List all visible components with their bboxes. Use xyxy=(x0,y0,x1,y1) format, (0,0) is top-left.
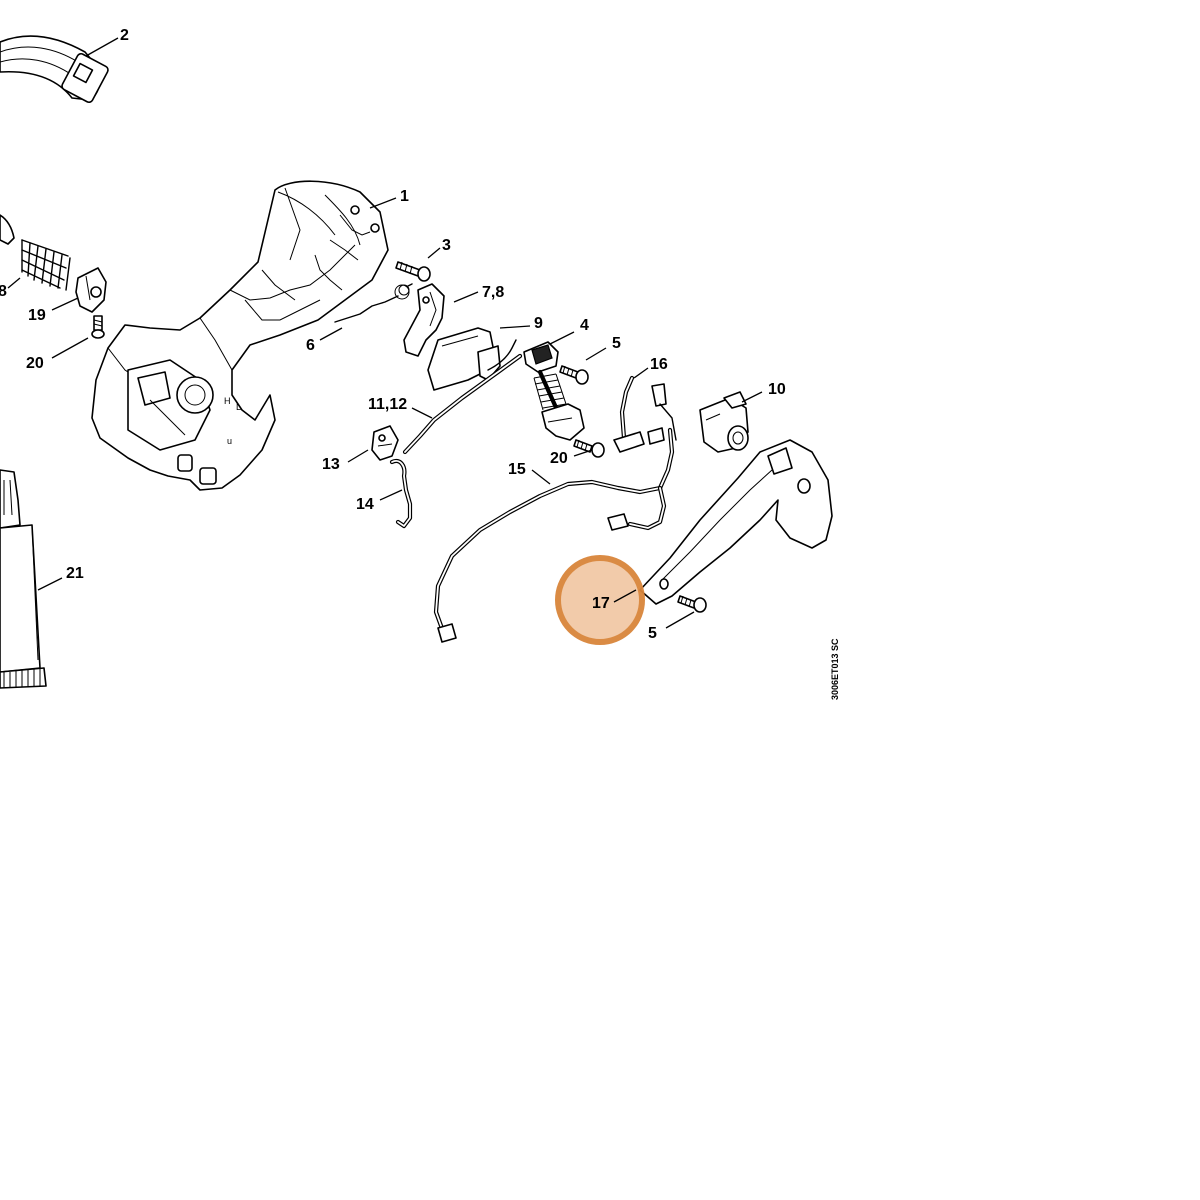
callout-17: 17 xyxy=(592,595,610,612)
part-9-lever-plate xyxy=(427,327,517,391)
highlight-circle-17[interactable] xyxy=(555,555,645,645)
part-17-handle-cover xyxy=(639,439,833,605)
part-2-front-handle xyxy=(0,35,109,104)
callout-16: 16 xyxy=(650,356,668,373)
callout-21: 21 xyxy=(66,565,84,582)
part-15-cable xyxy=(433,427,675,643)
part-3-screw xyxy=(395,261,431,282)
part-16-lever xyxy=(613,375,677,453)
part-7-8-throttle-trigger xyxy=(403,283,445,357)
part-6-spring-wire xyxy=(334,283,413,323)
part-20-screw-left xyxy=(91,315,105,339)
part-11-12-throttle-rod xyxy=(402,353,523,455)
part-19-bracket xyxy=(75,267,107,313)
callout-4: 4 xyxy=(580,317,589,334)
part-13-lever xyxy=(371,425,399,461)
diagram-code: 3006ET013 SC xyxy=(830,638,840,700)
callout-11-12: 11,12 xyxy=(368,396,407,413)
part-5-screw-top xyxy=(559,365,589,385)
svg-text:L: L xyxy=(236,402,241,412)
part-1-handle-housing: H L u xyxy=(91,180,389,491)
part-spring-left xyxy=(0,214,71,291)
svg-text:u: u xyxy=(227,436,232,446)
callout-9: 9 xyxy=(534,315,543,332)
leader-lines xyxy=(7,37,763,629)
callout-5-bottom: 5 xyxy=(648,625,657,642)
part-10-switch xyxy=(699,391,749,453)
callout-15: 15 xyxy=(508,461,526,478)
callout-13: 13 xyxy=(322,456,340,473)
callout-labels: 2 1 3 6 7,8 9 4 5 16 10 11,12 13 14 15 2… xyxy=(0,27,786,642)
callout-7-8: 7,8 xyxy=(482,284,504,301)
svg-text:H: H xyxy=(224,396,231,406)
callout-8-left: 8 xyxy=(0,283,7,300)
part-21-grease-tube xyxy=(0,469,47,689)
callout-6: 6 xyxy=(306,337,315,354)
part-14-hook-spring xyxy=(389,458,413,529)
callout-2: 2 xyxy=(120,27,129,44)
callout-20-left: 20 xyxy=(26,355,44,372)
callout-20-mid: 20 xyxy=(550,450,568,467)
callout-19: 19 xyxy=(28,307,46,324)
callout-3: 3 xyxy=(442,237,451,254)
part-4-spring xyxy=(523,341,585,441)
callout-1: 1 xyxy=(400,188,409,205)
callout-14: 14 xyxy=(356,496,374,513)
callout-10: 10 xyxy=(768,381,786,398)
part-5-screw-bottom xyxy=(677,595,707,613)
callout-5-top: 5 xyxy=(612,335,621,352)
